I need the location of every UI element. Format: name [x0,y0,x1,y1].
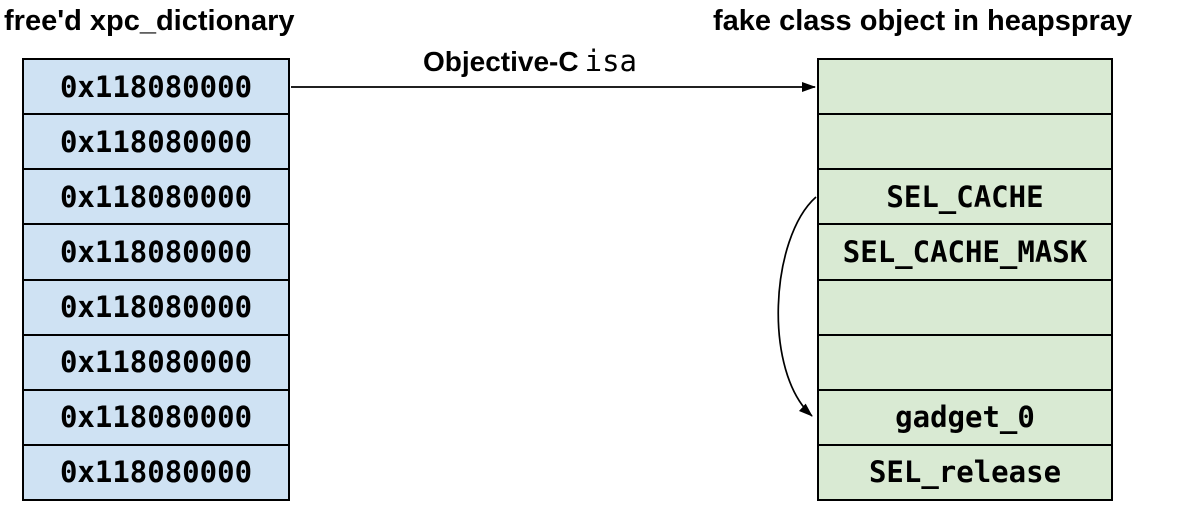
table-row: 0x118080000 [24,60,288,116]
table-row: 0x118080000 [59,455,253,490]
sel-cache-to-gadget-arrow [777,196,817,417]
table-row [819,60,1111,116]
table-row: gadget_0 [819,391,1111,446]
fake-class-object-title: fake class object in heapspray [713,5,1133,37]
table-row: 0x118080000 [24,391,288,446]
table-row: 0x118080000 [24,115,288,171]
isa-label-isa: isa [584,44,637,78]
table-row: 0x118080000 [24,281,288,336]
table-row: SEL_CACHE [819,170,1111,226]
table-row [819,336,1111,391]
table-row: 0x118080000 [24,170,288,226]
table-row [819,115,1111,171]
table-row: 0x118080000 [24,225,288,281]
freed-xpc-dictionary-title: free'd xpc_dictionary [4,5,295,37]
isa-label-objective-c: Objective-C [423,46,579,77]
table-row [819,281,1111,336]
table-row: 0x118080000 [24,336,288,391]
table-row: SEL_release [868,455,1062,490]
table-row: SEL_CACHE_MASK [819,225,1111,281]
